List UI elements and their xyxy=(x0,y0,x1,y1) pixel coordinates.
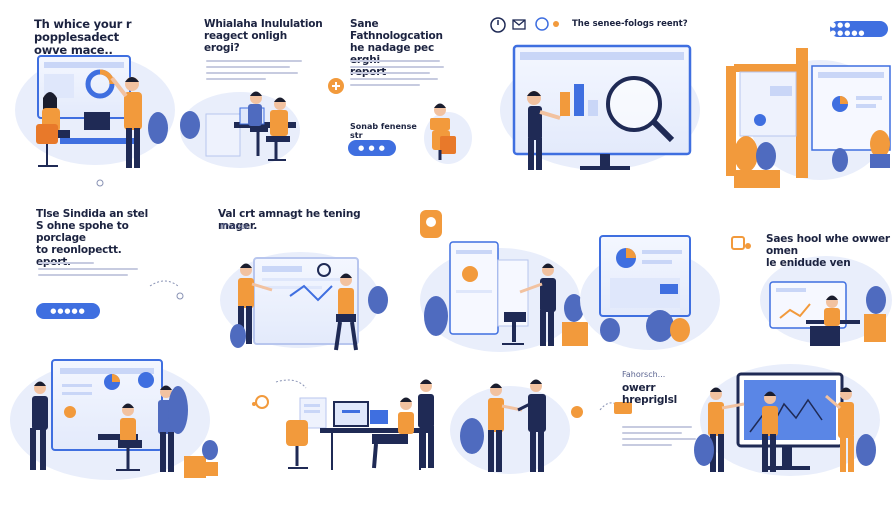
headline-row2-d: Saes hool whe owwer omen le enidude ven xyxy=(766,233,890,270)
scene-row2-textblock xyxy=(149,280,184,300)
scene-desk-meeting xyxy=(180,91,300,168)
headline-row3-a: owerr hrepriglsl xyxy=(622,382,678,407)
body-text-row1-c xyxy=(350,60,450,90)
mail-icon xyxy=(512,19,526,30)
scene-workstation-row xyxy=(252,379,434,470)
scene-office-team-1 xyxy=(15,55,175,187)
headline-row1-b: Whialaha Inululation reagect onligh erog… xyxy=(204,18,323,55)
scene-dashboard-monitor xyxy=(580,235,751,350)
body-text-row2-a xyxy=(38,262,148,280)
caption-row1-c: Sonab fenense str xyxy=(350,122,417,141)
headline-row1-c: Sane Fathnologcation he nadage pec erghi… xyxy=(350,18,443,78)
headline-row1-d: The senee-fologs reent? xyxy=(572,19,688,29)
subhead-row3-a: Fahorsch... xyxy=(622,370,666,379)
top-right-button[interactable]: ●●● ●●●●● xyxy=(830,21,888,37)
scene-desk-worker xyxy=(760,256,892,346)
scene-big-screen-team xyxy=(10,359,218,480)
headline-row2-a: Tlse Sindida an stel S ohne spohe to por… xyxy=(36,208,149,268)
scene-dashboard-shelves xyxy=(726,48,891,188)
body-text-row1-b xyxy=(206,60,306,84)
action-button-row1-c[interactable]: ● ● ● xyxy=(348,140,396,156)
scene-monitor-presentation xyxy=(490,17,700,170)
scene-whiteboard-duo xyxy=(220,210,442,351)
headline-row2-b: Val crt amnagt he tening mager. xyxy=(218,208,361,233)
scene-screen-analysis xyxy=(694,364,880,476)
scene-panel-presenter xyxy=(420,241,588,352)
subhead-row2-b: Ifhonpr... xyxy=(220,222,256,231)
body-text-row3-a xyxy=(622,426,702,450)
scene-handshake xyxy=(450,379,632,474)
scene-report-panel xyxy=(328,78,472,164)
action-button-row2-a[interactable]: ●●●●● xyxy=(36,303,100,319)
clock-icon xyxy=(490,17,506,33)
gear-icon xyxy=(731,236,745,250)
headline-row1-a: Th whice your r popplesadect owve macе.. xyxy=(34,17,132,58)
